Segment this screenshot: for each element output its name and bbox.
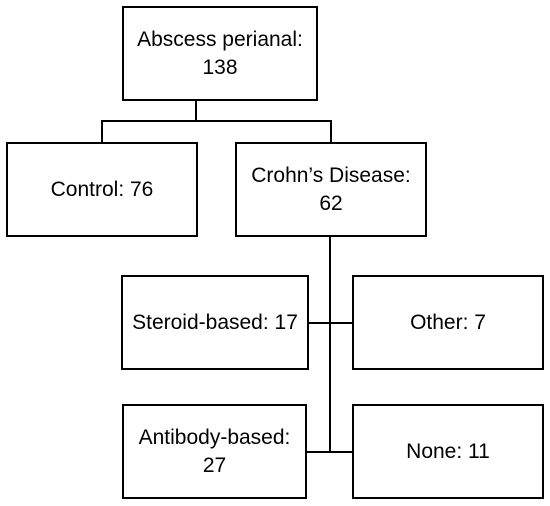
- connector-root-down: [195, 100, 197, 122]
- connector-top-horizontal: [101, 120, 332, 122]
- node-crohns-disease: Crohn’s Disease: 62: [235, 142, 427, 237]
- connector-to-none: [329, 451, 353, 453]
- node-abscess-perianal: Abscess perianal: 138: [122, 6, 318, 101]
- connector-crohns-trunk: [329, 236, 331, 453]
- connector-to-crohns: [330, 120, 332, 142]
- node-none: None: 11: [352, 404, 544, 499]
- node-steroid-based: Steroid-based: 17: [121, 275, 309, 370]
- connector-to-other: [329, 322, 353, 324]
- connector-to-steroid: [308, 322, 331, 324]
- connector-to-control: [101, 120, 103, 142]
- node-antibody-based: Antibody-based: 27: [122, 404, 307, 499]
- connector-to-antibody: [306, 451, 331, 453]
- node-other: Other: 7: [352, 275, 544, 370]
- node-control: Control: 76: [6, 142, 198, 237]
